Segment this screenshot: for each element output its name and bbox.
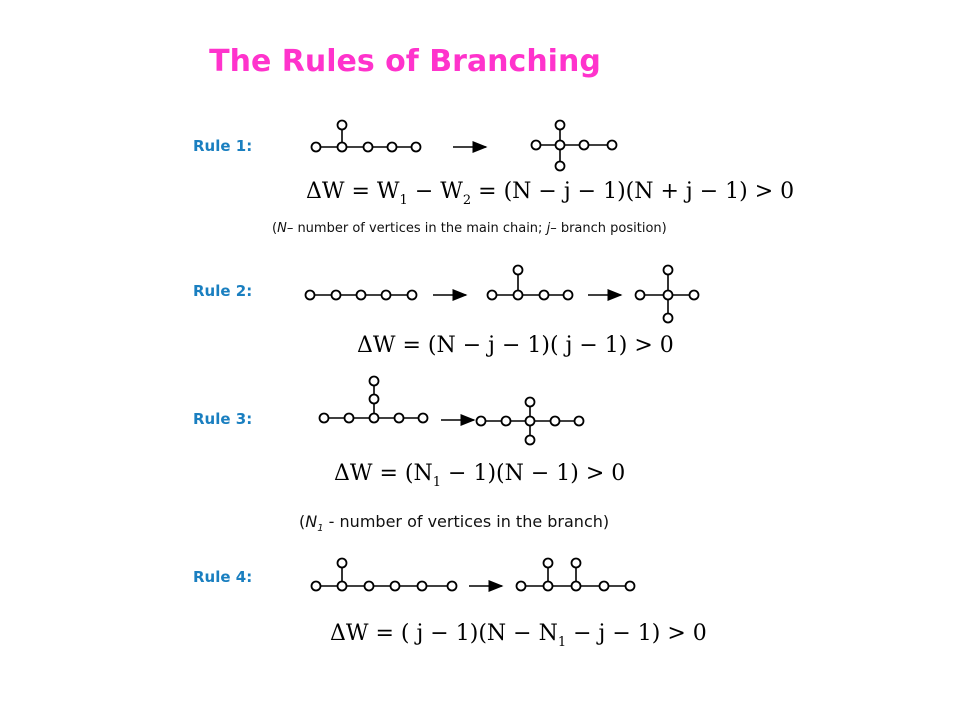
rule-3-equation: ΔW = (N1 − 1)(N − 1) > 0 xyxy=(334,461,625,490)
rule-4-branched-graph-vertex-6 xyxy=(570,557,582,569)
rule-3-chain-graph-vertex-2 xyxy=(368,412,380,424)
rule-3-chain-graph-vertex-1 xyxy=(343,412,355,424)
rule-4-label: Rule 4: xyxy=(193,568,253,586)
rule-4-branched-graph-vertex-4 xyxy=(624,580,636,592)
rule-4-branched-graph-vertex-2 xyxy=(570,580,582,592)
rule-1-branched-graph-vertex-2 xyxy=(578,139,590,151)
rule-2-branched-graph-vertex-0 xyxy=(486,289,498,301)
rule-3-branched-graph-vertex-3 xyxy=(549,415,561,427)
rule-3-branched-graph-vertex-1 xyxy=(500,415,512,427)
rule-2-branched-graph xyxy=(486,264,574,301)
rule-2-double-branched-graph-vertex-2 xyxy=(688,289,700,301)
rule-3-chain-graph-vertex-6 xyxy=(368,375,380,387)
rule-2-branched-graph-vertex-1 xyxy=(512,289,524,301)
rule-3-branched-graph-vertex-4 xyxy=(573,415,585,427)
rule-2-chain-graph-vertex-3 xyxy=(380,289,392,301)
rule-1-chain-graph-vertex-4 xyxy=(410,141,422,153)
rule-1-chain-graph-vertex-1 xyxy=(336,141,348,153)
rule-1-branched-graph-vertex-3 xyxy=(606,139,618,151)
rule-1-note: (N– number of vertices in the main chain… xyxy=(272,221,667,236)
rule-3-chain-graph-vertex-3 xyxy=(393,412,405,424)
rule-1-chain-graph-vertex-2 xyxy=(362,141,374,153)
rule-1-equation: ΔW = W1 − W2 = (N − j − 1)(N + j − 1) > … xyxy=(306,179,794,208)
rule-2-double-branched-graph-vertex-0 xyxy=(634,289,646,301)
rule-1-chain-graph xyxy=(310,119,422,153)
rule-4-chain-graph-vertex-5 xyxy=(446,580,458,592)
rule-1-chain-graph-vertex-3 xyxy=(386,141,398,153)
rule-1-branched-graph-vertex-0 xyxy=(530,139,542,151)
rule-2-double-branched-graph xyxy=(634,264,700,324)
rule-4-equation: ΔW = ( j − 1)(N − N1 − j − 1) > 0 xyxy=(330,621,707,650)
rule-2-chain-graph-vertex-4 xyxy=(406,289,418,301)
rule-3-branched-graph-vertex-6 xyxy=(524,434,536,446)
rule-3-branched-graph-vertex-5 xyxy=(524,396,536,408)
rule-2-branched-graph-vertex-3 xyxy=(562,289,574,301)
rule-4-branched-graph-vertex-3 xyxy=(598,580,610,592)
rule-3-chain-graph-vertex-5 xyxy=(368,393,380,405)
rule-2-equation: ΔW = (N − j − 1)( j − 1) > 0 xyxy=(357,333,674,358)
rule-3-label: Rule 3: xyxy=(193,410,253,428)
rule-4-chain-graph-vertex-4 xyxy=(416,580,428,592)
rule-3-chain-graph-vertex-4 xyxy=(417,412,429,424)
rule-3-branched-graph-vertex-0 xyxy=(475,415,487,427)
rule-2-double-branched-graph-vertex-1 xyxy=(662,289,674,301)
rule-1-branched-graph-vertex-5 xyxy=(554,160,566,172)
rule-2-chain-graph-vertex-0 xyxy=(304,289,316,301)
rule-4-chain-graph-vertex-6 xyxy=(336,557,348,569)
rule-2-label: Rule 2: xyxy=(193,282,253,300)
rule-3-branched-graph xyxy=(475,396,585,446)
rule-1-chain-graph-vertex-0 xyxy=(310,141,322,153)
rule-4-branched-graph-vertex-0 xyxy=(515,580,527,592)
rule-4-branched-graph-vertex-1 xyxy=(542,580,554,592)
page-title: The Rules of Branching xyxy=(209,44,601,79)
rule-2-chain-graph-vertex-1 xyxy=(330,289,342,301)
rule-1-chain-graph-vertex-5 xyxy=(336,119,348,131)
rule-4-chain-graph-vertex-2 xyxy=(363,580,375,592)
rule-4-chain-graph-vertex-0 xyxy=(310,580,322,592)
rule-4-chain-graph-vertex-3 xyxy=(389,580,401,592)
rule-2-double-branched-graph-vertex-4 xyxy=(662,312,674,324)
rule-1-branched-graph xyxy=(530,119,618,172)
rule-4-chain-graph xyxy=(310,557,458,592)
rule-1-branched-graph-vertex-1 xyxy=(554,139,566,151)
rule-2-chain-graph xyxy=(304,289,418,301)
rule-2-branched-graph-vertex-4 xyxy=(512,264,524,276)
rule-2-double-branched-graph-vertex-3 xyxy=(662,264,674,276)
rule-4-chain-graph-vertex-1 xyxy=(336,580,348,592)
rule-1-branched-graph-vertex-4 xyxy=(554,119,566,131)
rule-4-branched-graph-vertex-5 xyxy=(542,557,554,569)
rule-2-chain-graph-vertex-2 xyxy=(355,289,367,301)
rule-3-chain-graph xyxy=(318,375,429,424)
rule-1-label: Rule 1: xyxy=(193,137,253,155)
rule-4-branched-graph xyxy=(515,557,636,592)
rule-3-branched-graph-vertex-2 xyxy=(524,415,536,427)
rule-3-note: (N1 - number of vertices in the branch) xyxy=(299,512,610,535)
rule-3-chain-graph-vertex-0 xyxy=(318,412,330,424)
rule-2-branched-graph-vertex-2 xyxy=(538,289,550,301)
